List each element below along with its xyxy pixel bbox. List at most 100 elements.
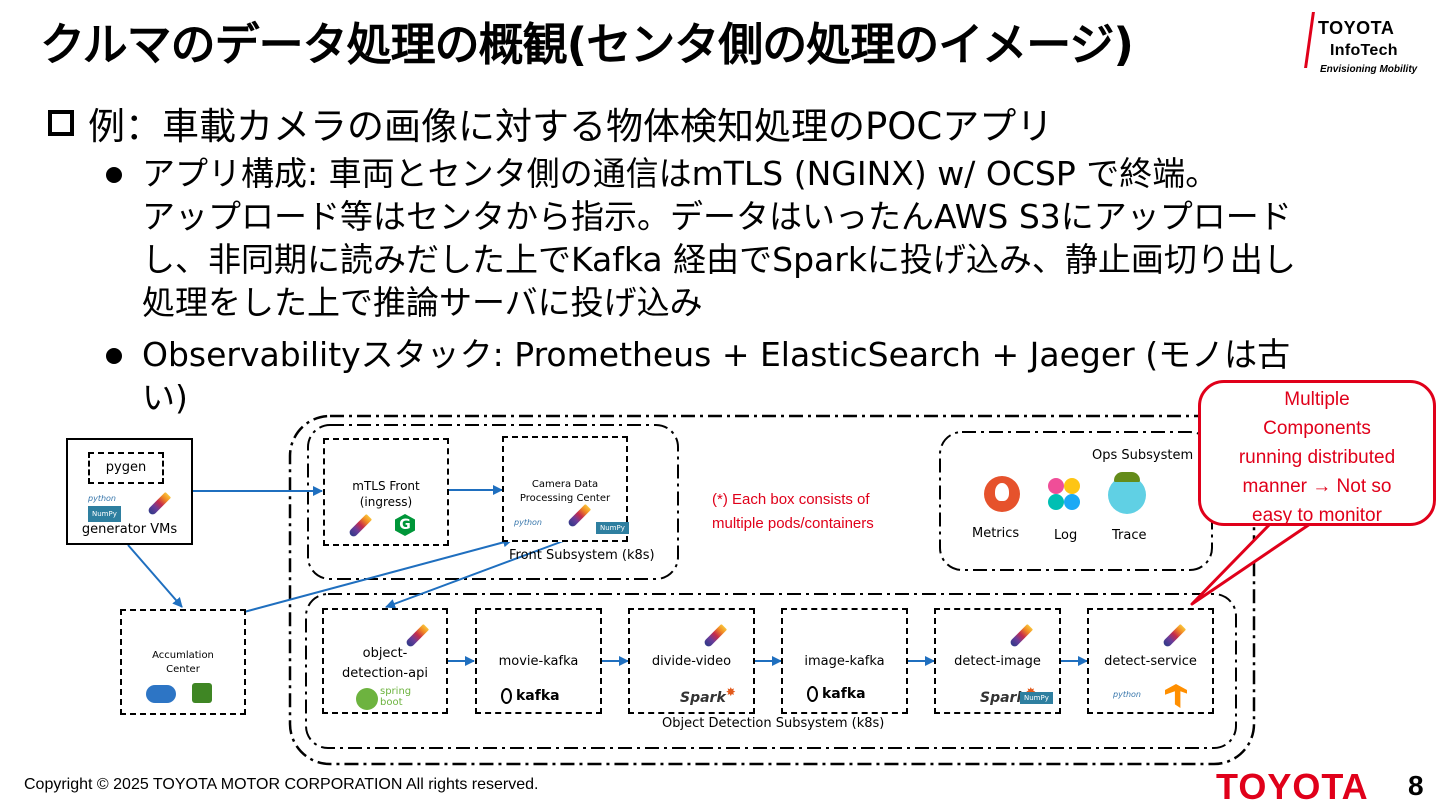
spark-icon: Spark <box>980 690 1036 706</box>
jaeger-icon <box>1108 472 1146 514</box>
bullet-line: い) <box>142 378 188 417</box>
toyota-footer-logo: TOYOTA <box>1216 766 1369 807</box>
generator-label: generator VMs <box>81 522 178 537</box>
logo-line1: TOYOTA <box>1318 18 1395 38</box>
page-number: 8 <box>1408 770 1424 801</box>
callout-line: manner → Not so <box>1242 476 1392 497</box>
ops-metrics-label: Metrics <box>972 526 1020 541</box>
callout-line: Multiple <box>1284 389 1350 410</box>
bullet-line: アップロード等はセンタから指示。データはいったんAWS S3にアップロード <box>142 197 1292 236</box>
bullet-dot-icon <box>106 348 122 364</box>
arrow-accumulation-to-camera <box>243 537 513 613</box>
detect-service-box: detect-service python <box>1087 608 1214 714</box>
spring-text: spring <box>380 686 412 697</box>
apache-feather-icon <box>1157 622 1187 652</box>
page-title: クルマのデータ処理の概観(センタ側の処理のイメージ) <box>40 18 1134 71</box>
accumulation-center-box: Accumlation Center <box>120 609 246 715</box>
bullet-line: し、非同期に読みだした上でKafka 経由でSparkに投げ込み、静止画切り出し <box>142 240 1296 279</box>
object-api-label: object- detection-api <box>324 644 446 684</box>
detect-image-box: detect-image Spark NumPy <box>934 608 1061 714</box>
pods-note: (*) Each box consists of multiple pods/c… <box>712 488 874 536</box>
divide-video-label: divide-video <box>651 654 732 669</box>
numpy-icon: NumPy <box>88 506 121 522</box>
s3-bucket-icon <box>192 683 212 703</box>
note-line: multiple pods/containers <box>712 515 874 532</box>
bullet-line: Observabilityスタック: Prometheus + ElasticS… <box>142 335 1291 374</box>
spark-icon: Spark <box>680 690 736 706</box>
apache-feather-icon <box>142 490 172 520</box>
camera-line1: Camera Data <box>531 479 599 490</box>
mtls-line2: (ingress) <box>359 495 413 509</box>
camera-data-processing-box: Camera Data Processing Center python Num… <box>502 436 629 542</box>
bullet-text: アプリ構成: 車両とセンタ側の通信はmTLS (NGINX) w/ OCSP で… <box>142 152 1402 324</box>
kafka-logo-mark <box>501 688 512 704</box>
detect-service-label: detect-service <box>1104 654 1197 669</box>
copyright-text: Copyright © 2025 TOYOTA MOTOR CORPORATIO… <box>24 776 539 793</box>
camera-label: Camera Data Processing Center <box>504 478 626 506</box>
tensorflow-icon <box>1165 684 1187 708</box>
bullet-line: アプリ構成: 車両とセンタ側の通信はmTLS (NGINX) w/ OCSP で… <box>142 154 1219 193</box>
elastic-dot <box>1064 494 1080 510</box>
ops-log-label: Log <box>1054 528 1078 543</box>
divide-video-box: divide-video Spark <box>628 608 755 714</box>
mtls-front-box: mTLS Front (ingress) G <box>323 438 449 546</box>
note-line: (*) Each box consists of <box>712 491 870 508</box>
python-icon: python <box>514 518 542 527</box>
callout-line: running distributed <box>1238 447 1396 468</box>
python-icon: python <box>1113 690 1141 699</box>
elastic-dot <box>1048 478 1064 494</box>
apache-feather-icon <box>562 502 592 532</box>
monitoring-callout: Multiple Components running distributed … <box>1198 380 1436 526</box>
accumulation-label: Accumlation Center <box>122 649 244 677</box>
image-kafka-label: image-kafka <box>804 654 885 669</box>
image-kafka-box: image-kafka kafka <box>781 608 908 714</box>
apache-feather-icon <box>1004 622 1034 652</box>
accumulation-line1: Accumlation <box>152 650 214 661</box>
pygen-box: pygen <box>88 452 164 484</box>
callout-line: Components <box>1263 418 1371 439</box>
generator-vms-box: pygen python NumPy generator VMs <box>66 438 193 545</box>
kafka-icon: kafka <box>807 686 866 702</box>
prometheus-icon <box>984 476 1020 512</box>
mtls-line1: mTLS Front <box>352 479 420 493</box>
mtls-label: mTLS Front (ingress) <box>325 478 447 510</box>
toyota-infotech-logo: TOYOTA InfoTech Envisioning Mobility <box>1304 10 1428 80</box>
object-api-line1: object- <box>362 646 408 661</box>
detect-image-label: detect-image <box>954 654 1041 669</box>
movie-kafka-label: movie-kafka <box>498 654 579 669</box>
python-numpy-icons: python NumPy <box>88 490 121 522</box>
logo-tagline: Envisioning Mobility <box>1320 64 1418 75</box>
elastic-dot <box>1048 494 1064 510</box>
bullet-text: Observabilityスタック: Prometheus + ElasticS… <box>142 333 1402 419</box>
subtitle: 例：車載カメラの画像に対する物体検知処理のPOCアプリ <box>48 96 1053 150</box>
logo-line2: InfoTech <box>1330 42 1398 59</box>
ops-trace-label: Trace <box>1112 528 1147 543</box>
apache-feather-icon <box>698 622 728 652</box>
callout-line: easy to monitor <box>1252 505 1382 526</box>
kafka-icon: kafka <box>501 688 560 704</box>
bullet-line: 処理をした上で推論サーバに投げ込み <box>142 283 703 322</box>
ops-subsystem-label: Ops Subsystem <box>1092 448 1194 463</box>
kafka-text: kafka <box>822 686 866 702</box>
python-icon: python <box>88 494 116 503</box>
bullet-dot-icon <box>106 167 122 183</box>
camera-line2: Processing Center <box>519 493 611 504</box>
object-detection-api-box: object- detection-api spring boot <box>322 608 448 714</box>
spring-boot-text: spring boot <box>380 686 411 708</box>
numpy-icon: NumPy <box>1020 692 1053 704</box>
square-bullet-icon <box>48 110 74 136</box>
boot-text: boot <box>380 697 403 708</box>
spring-boot-icon <box>356 688 378 710</box>
elastic-dot <box>1064 478 1080 494</box>
kafka-logo-mark <box>807 686 818 702</box>
numpy-icon: NumPy <box>596 522 629 534</box>
arrow-generator-to-accumulation <box>127 544 183 608</box>
callout-pointer <box>1190 522 1311 606</box>
object-api-line2: detection-api <box>342 666 428 681</box>
elasticsearch-icon <box>1046 476 1082 512</box>
cloud-storage-icon <box>146 685 176 703</box>
object-detection-subsystem-label: Object Detection Subsystem (k8s) <box>662 716 885 731</box>
movie-kafka-box: movie-kafka kafka <box>475 608 602 714</box>
subtitle-text: 例：車載カメラの画像に対する物体検知処理のPOCアプリ <box>88 105 1054 148</box>
front-subsystem-label: Front Subsystem (k8s) <box>509 548 655 563</box>
